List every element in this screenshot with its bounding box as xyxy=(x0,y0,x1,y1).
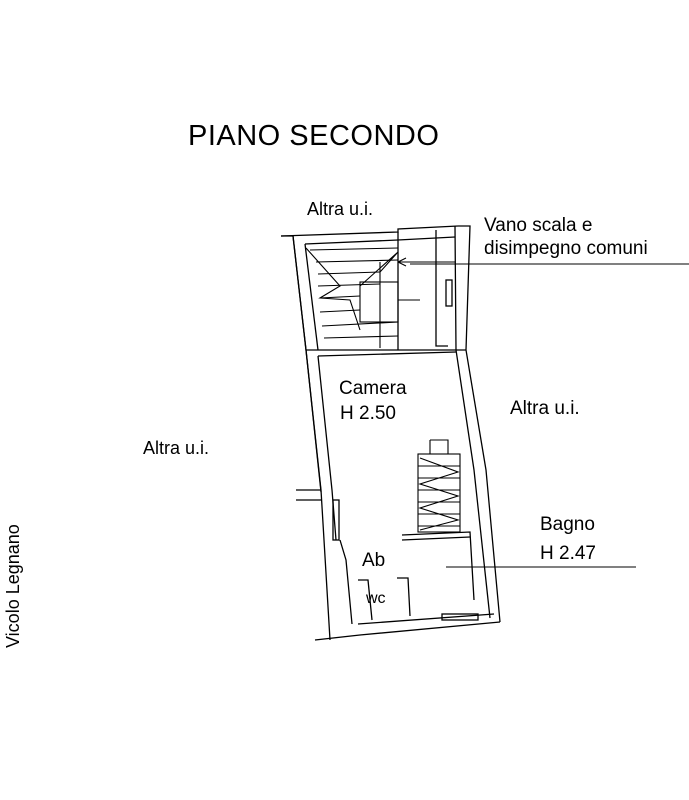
window-bottom xyxy=(441,613,479,621)
stair-flight-zigzag xyxy=(305,247,399,331)
label-vano-line1: Vano scala e xyxy=(484,215,593,236)
stair-core xyxy=(379,262,420,348)
label-vano-line2: disimpegno comuni xyxy=(484,238,648,259)
label-altra-left: Altra u.i. xyxy=(143,438,210,458)
label-bagno-name: Bagno xyxy=(540,514,595,535)
inner-stair-top xyxy=(429,439,449,454)
bottom-wall xyxy=(314,621,501,641)
window-left xyxy=(332,499,340,541)
wc-box-right xyxy=(397,577,411,617)
bath-partition-2 xyxy=(401,536,471,541)
stair-landing-wall-2 xyxy=(435,230,448,347)
stair-arrow-head xyxy=(397,257,407,267)
inner-stair-zigzag xyxy=(418,457,460,531)
label-altra-right: Altra u.i. xyxy=(510,398,580,419)
label-ab: Ab xyxy=(362,550,386,571)
stair-landing xyxy=(359,281,399,323)
bath-partition xyxy=(401,531,475,601)
outer-wall-right-inner xyxy=(454,225,491,619)
label-street: Vicolo Legnano xyxy=(3,524,23,648)
inner-stair-frame xyxy=(417,453,461,533)
label-camera-name: Camera xyxy=(339,378,407,399)
top-wall-inner xyxy=(304,236,456,245)
wc-box xyxy=(358,579,373,621)
stair-flight-upper xyxy=(309,247,399,339)
window-right-stair xyxy=(445,279,453,307)
inner-stair-steps xyxy=(418,465,460,527)
outer-wall-right xyxy=(458,225,501,623)
top-wall xyxy=(280,225,459,237)
bottom-wall-inner xyxy=(357,613,495,625)
outer-wall-left-inner xyxy=(292,235,322,493)
plan-title: PIANO SECONDO xyxy=(188,120,440,152)
camera-wall-left xyxy=(317,355,337,541)
label-bagno-height: H 2.47 xyxy=(540,543,596,564)
label-altra-top: Altra u.i. xyxy=(307,199,374,219)
ab-wall xyxy=(339,539,353,625)
label-wc: wc xyxy=(366,590,386,607)
label-camera-height: H 2.50 xyxy=(340,403,396,424)
stair-wall-inner-left xyxy=(304,243,319,351)
stair-bottom-wall-2 xyxy=(317,351,457,357)
